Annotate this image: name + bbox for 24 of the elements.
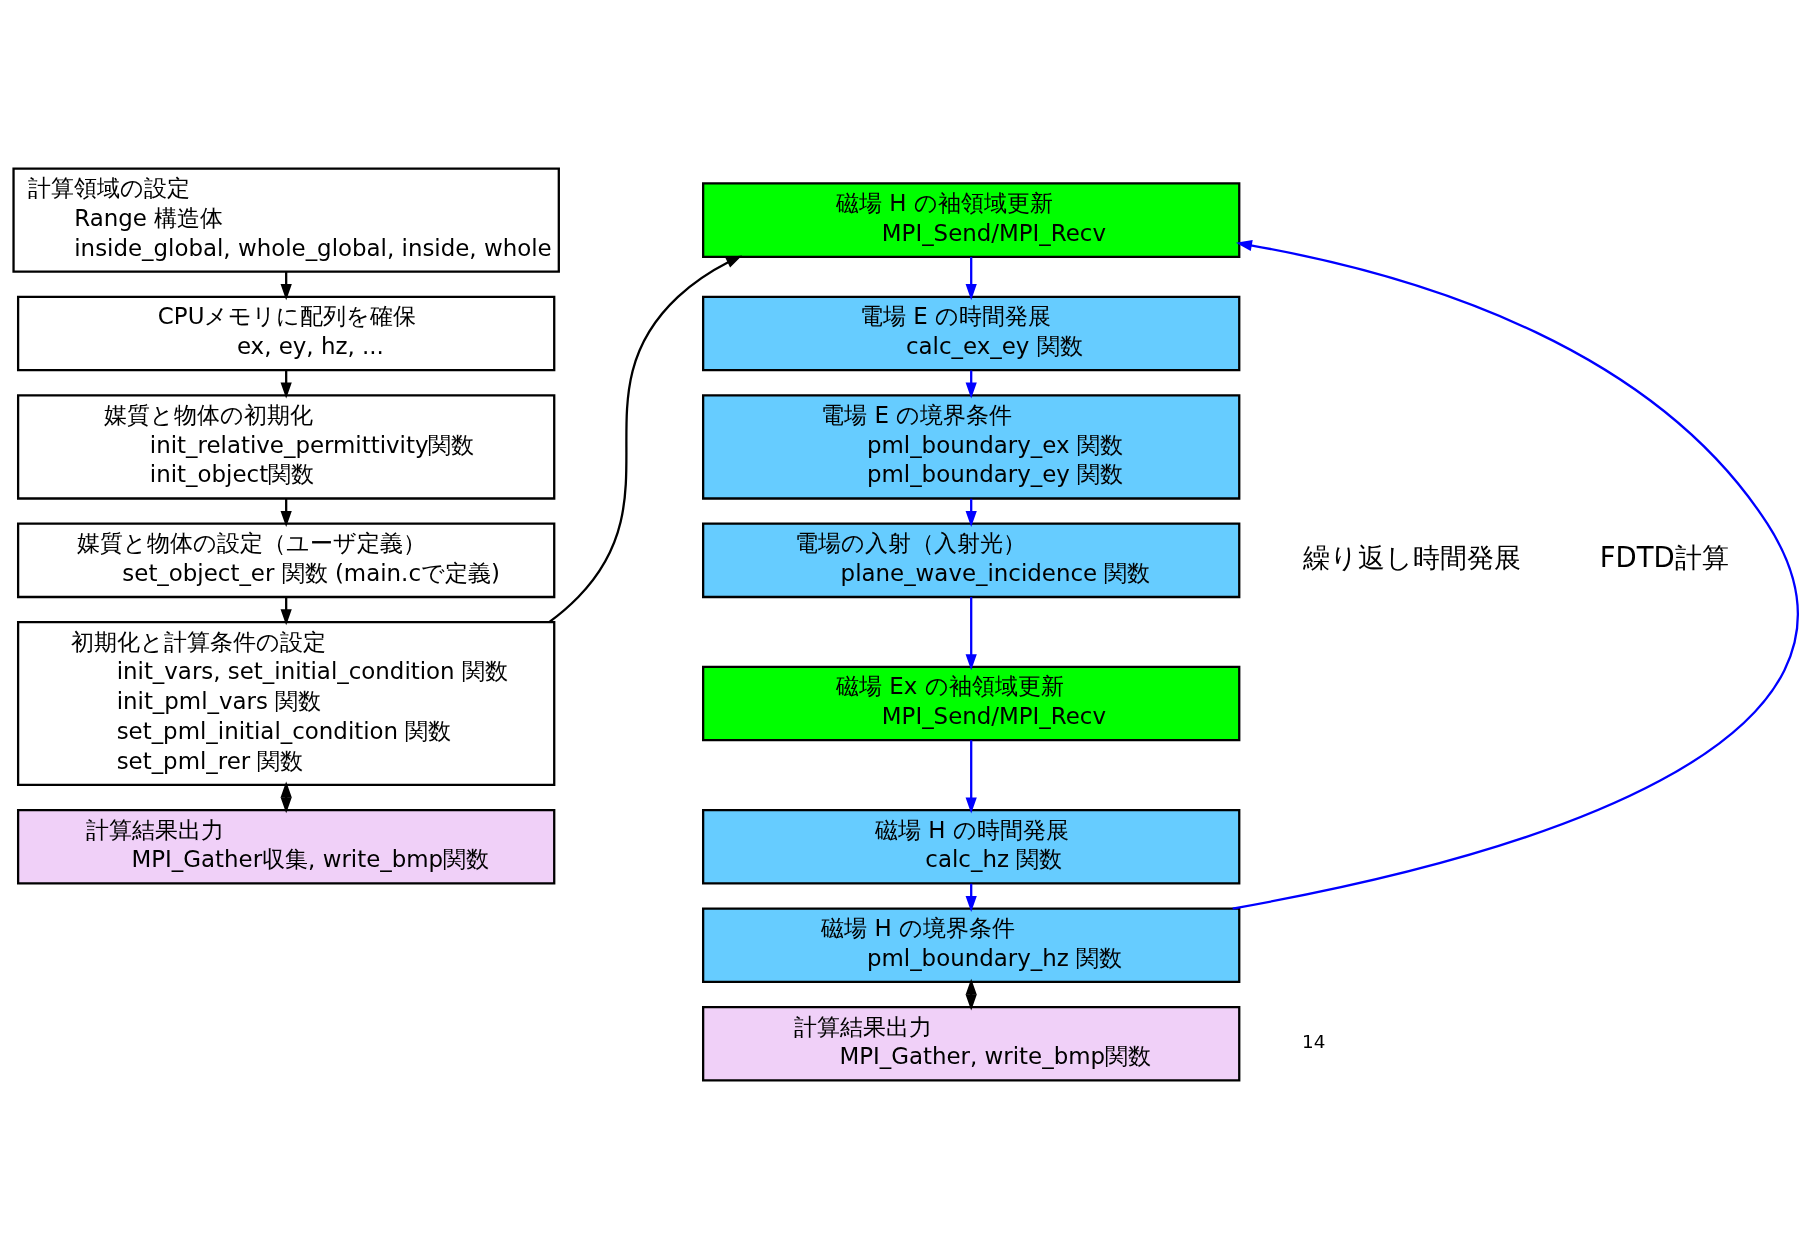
label: FDTD計算 <box>1599 541 1729 574</box>
node-box: 磁場 H の境界条件 pml_boundary_hz 関数 <box>702 907 1241 984</box>
arrow <box>965 740 977 814</box>
arrow <box>280 781 292 814</box>
arrow <box>965 257 977 301</box>
node-box: 媒質と物体の設定（ユーザ定義） set_object_er 関数 (main.cで定義) <box>16 522 556 599</box>
node-box: 磁場 Ex の袖領域更新 MPI_Send/MPI_Recv <box>702 665 1241 742</box>
node-box: 電場 E の境界条件 pml_boundary_ex 関数 pml_boundary_ey 関数 <box>702 394 1241 500</box>
label: 14 <box>1302 1031 1326 1053</box>
node-box: 磁場 H の時間発展 calc_hz 関数 <box>702 808 1241 885</box>
node-box: 媒質と物体の初期化 init_relative_permittivity関数 init_object関数 <box>16 394 556 500</box>
node-box: 電場の入射（入射光） plane_wave_incidence 関数 <box>702 522 1241 599</box>
node-box: CPUメモリに配列を確保 ex, ey, hz, ... <box>16 295 556 372</box>
node-box: 磁場 H の袖領域更新 MPI_Send/MPI_Recv <box>702 182 1241 258</box>
arrow <box>1232 240 1799 910</box>
arrow <box>965 978 977 1011</box>
node-box: 計算結果出力 MPI_Gather収集, write_bmp関数 <box>16 808 556 885</box>
arrow <box>548 255 743 624</box>
arrow <box>965 597 977 671</box>
node-box: 初期化と計算条件の設定 init_vars, set_initial_condition 関数 init_pml_vars 関数 set_pml_initial_condition 関数 set_pml_rer 関数 <box>16 621 556 786</box>
node-box: 電場 E の時間発展 calc_ex_ey 関数 <box>702 295 1241 372</box>
node-box: 計算領域の設定 Range 構造体 inside_global, whole_global, inside, whole <box>12 167 560 273</box>
node-box: 計算結果出力 MPI_Gather, write_bmp関数 <box>702 1005 1241 1082</box>
label: 繰り返し時間発展 <box>1303 541 1522 574</box>
